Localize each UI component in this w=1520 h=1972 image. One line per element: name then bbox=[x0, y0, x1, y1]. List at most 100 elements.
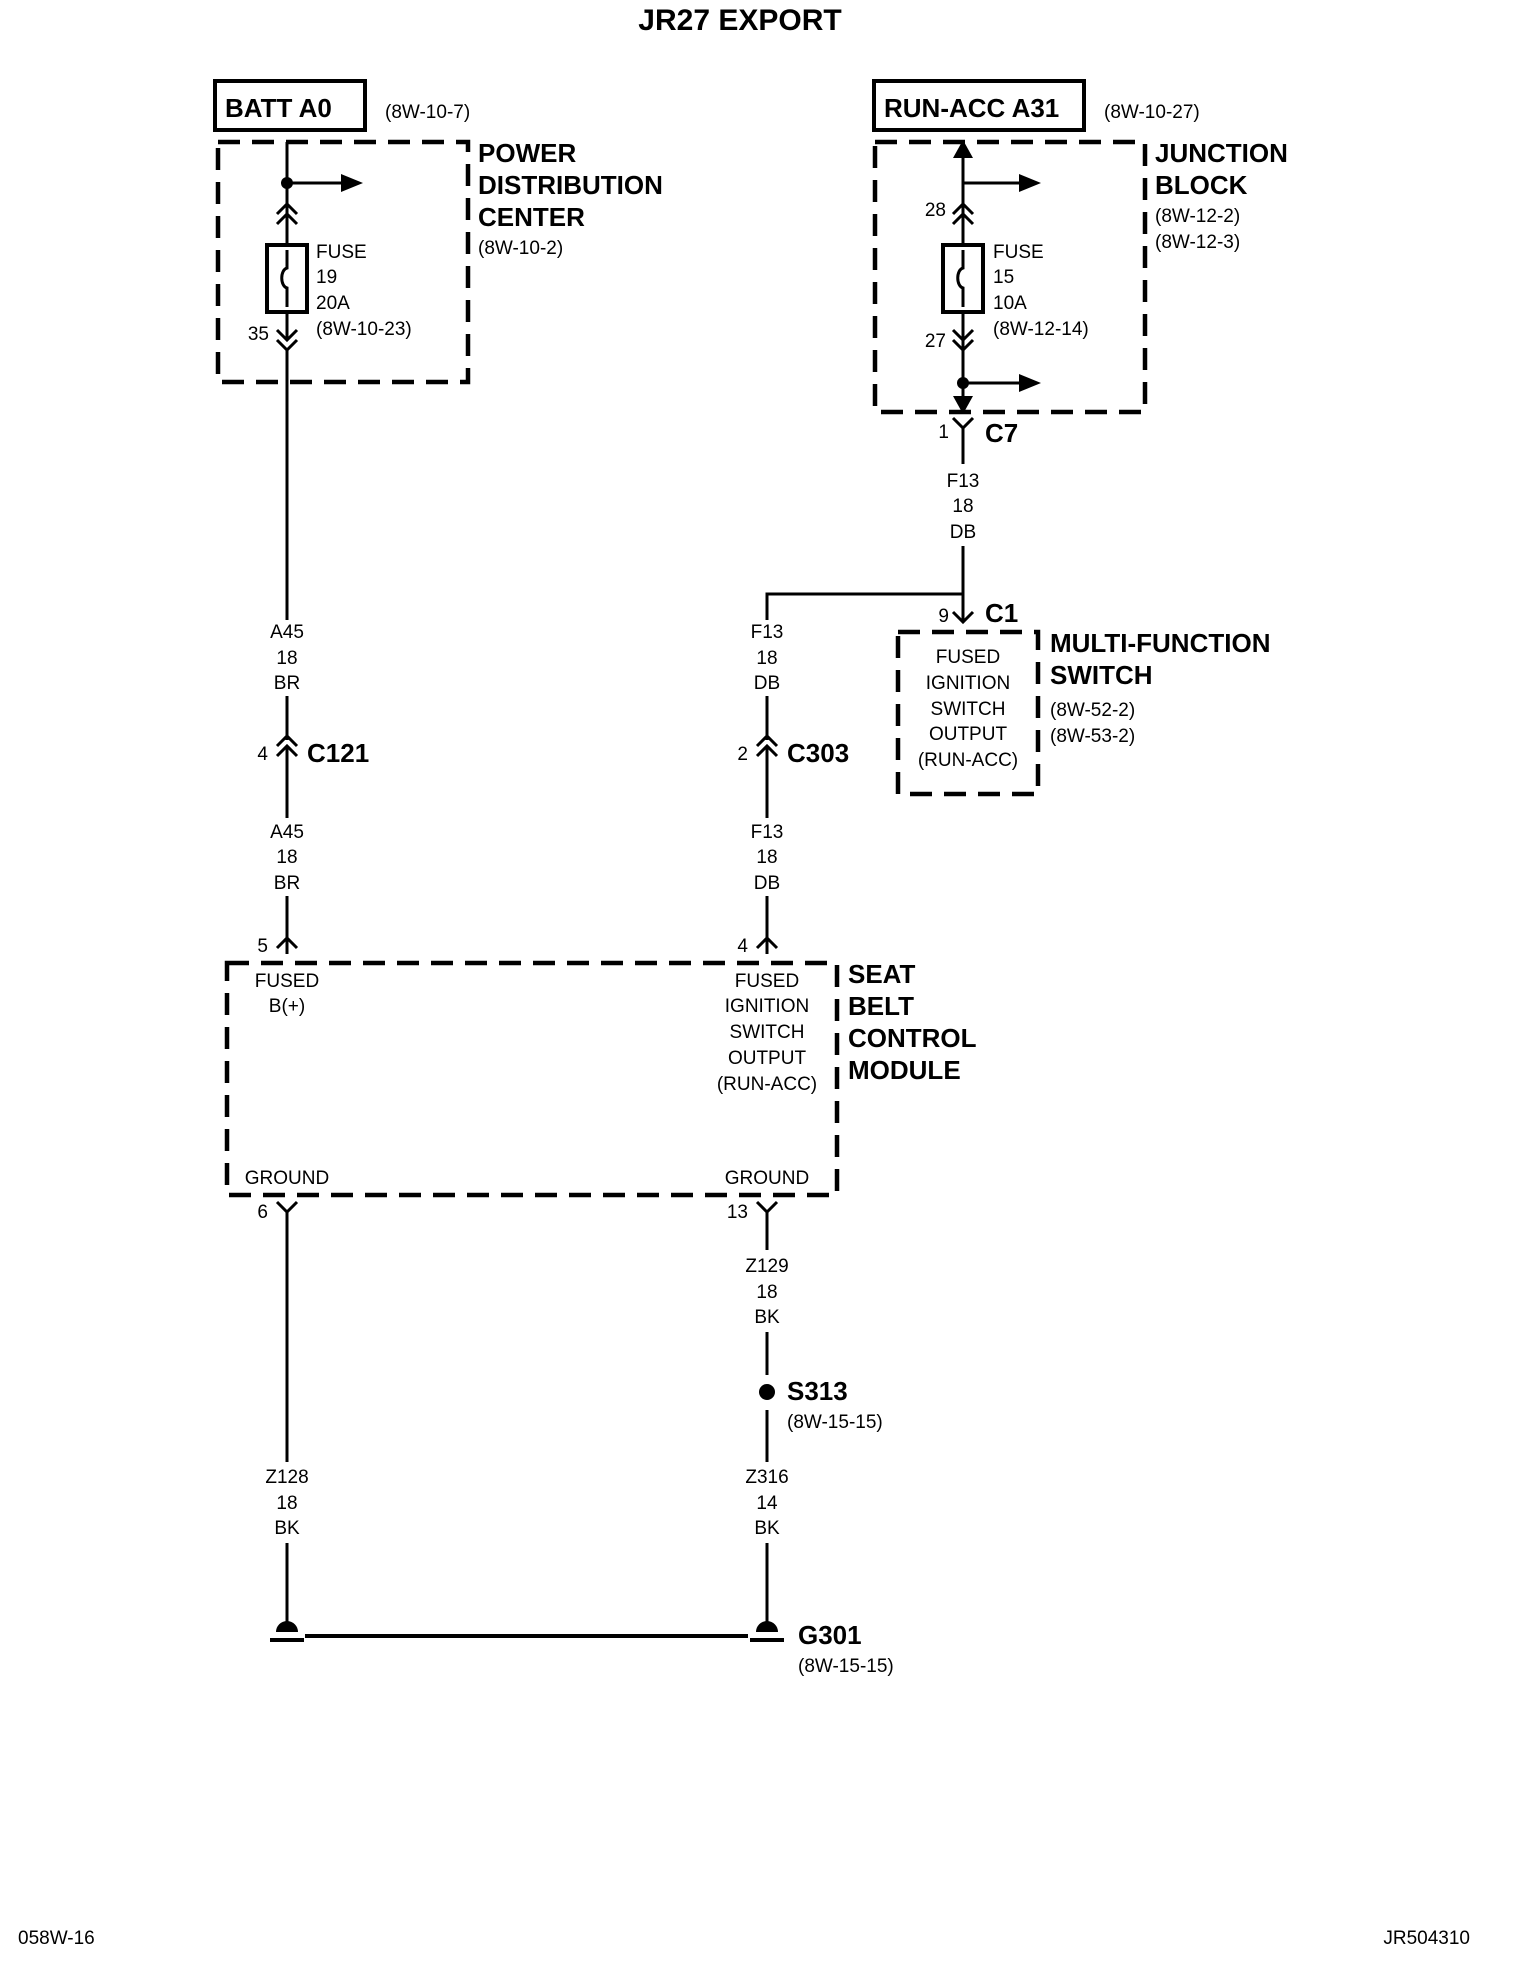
diagram-title: JR27 EXPORT bbox=[638, 4, 841, 37]
sbcm-right-input-1: FUSED bbox=[735, 971, 799, 992]
sbcm-pin-13-fork-icon bbox=[755, 1200, 779, 1215]
footer-right-code: JR504310 bbox=[1383, 1928, 1470, 1949]
wire-f13-lower-color: DB bbox=[754, 873, 780, 894]
sbcm-ground-right: GROUND bbox=[725, 1168, 809, 1189]
fuse-19-line-2: 19 bbox=[316, 267, 337, 288]
jb-up-arrow-icon bbox=[953, 140, 973, 158]
wire-z316-circuit: Z316 bbox=[745, 1467, 788, 1488]
jb-cav-28: 28 bbox=[925, 200, 946, 221]
wire-z128-color: BK bbox=[274, 1518, 300, 1539]
mfs-name-line-1: MULTI-FUNCTION bbox=[1050, 628, 1270, 658]
mfs-ref-2: (8W-53-2) bbox=[1050, 726, 1135, 747]
jb-cav-27: 27 bbox=[925, 331, 946, 352]
sbcm-pin-6-fork-icon bbox=[275, 1200, 299, 1215]
mfs-name-line-2: SWITCH bbox=[1050, 660, 1153, 690]
ground-left-icon bbox=[276, 1621, 298, 1632]
fuse-15-line-1: FUSE bbox=[993, 242, 1044, 263]
pdc-tap-arrow-head bbox=[341, 174, 363, 192]
wire-z316-color: BK bbox=[754, 1518, 780, 1539]
wire-a45-upper-color: BR bbox=[274, 673, 300, 694]
sbcm-pin-4: 4 bbox=[737, 936, 748, 957]
wire-a45-upper-gauge: 18 bbox=[276, 648, 297, 669]
batt-a0-box bbox=[213, 79, 367, 132]
sbcm-pin-4-fork-icon bbox=[755, 935, 779, 950]
fuse-19-line-3: 20A bbox=[316, 293, 350, 314]
sbcm-pin-5: 5 bbox=[257, 936, 268, 957]
jb-tap-arrow-bottom-head bbox=[1019, 374, 1041, 392]
seat-belt-control-module: 5 4 FUSED B(+) FUSED IGNITION SWITCH OUT… bbox=[224, 935, 977, 1223]
s313-name: S313 bbox=[787, 1376, 848, 1406]
sbcm-left-input-1: FUSED bbox=[255, 971, 319, 992]
junction-block: JUNCTION BLOCK (8W-12-2) (8W-12-3) 28 FU… bbox=[872, 138, 1288, 415]
connector-c303: 2 C303 bbox=[737, 733, 849, 768]
pdc-name-line-3: CENTER bbox=[478, 202, 585, 232]
sbcm-right-input-3: SWITCH bbox=[730, 1022, 805, 1043]
batt-a0-ref: (8W-10-7) bbox=[385, 102, 470, 123]
wire-f13-upper-color: DB bbox=[754, 673, 780, 694]
wire-z128-circuit: Z128 bbox=[265, 1467, 308, 1488]
c7-name: C7 bbox=[985, 418, 1018, 448]
wire-z128-gauge: 18 bbox=[276, 1493, 297, 1514]
batt-a0-label: BATT A0 bbox=[225, 93, 332, 123]
wire-f13-lower-gauge: 18 bbox=[756, 847, 777, 868]
mfs-inner-2: IGNITION bbox=[926, 673, 1010, 694]
fuse-19-line-4: (8W-10-23) bbox=[316, 319, 412, 340]
splice-s313: S313 (8W-15-15) bbox=[759, 1376, 883, 1433]
pdc-dashed-box bbox=[215, 139, 471, 385]
jb-cav-27-chevron-icon bbox=[951, 328, 975, 343]
wire-a45-lower-color: BR bbox=[274, 873, 300, 894]
c121-name: C121 bbox=[307, 738, 369, 768]
pdc-cavity-35: 35 bbox=[248, 324, 269, 345]
pdc-connector-down-icon bbox=[275, 328, 299, 343]
c7-pin: 1 bbox=[938, 422, 949, 443]
multi-function-switch: FUSED IGNITION SWITCH OUTPUT (RUN-ACC) M… bbox=[895, 628, 1270, 797]
wire-f13-top-color: DB bbox=[950, 522, 976, 543]
jb-cav-28-chevron-icon bbox=[951, 201, 975, 216]
wire-f13-upper-circuit: F13 bbox=[751, 622, 784, 643]
connector-c121: 4 C121 bbox=[257, 733, 369, 768]
wire-z129-circuit: Z129 bbox=[745, 1256, 788, 1277]
fuse-15-line-3: 10A bbox=[993, 293, 1027, 314]
c303-name: C303 bbox=[787, 738, 849, 768]
batt-a0-feed: BATT A0 (8W-10-7) bbox=[213, 79, 470, 132]
mfs-inner-1: FUSED bbox=[936, 647, 1000, 668]
fuse-15-line-2: 15 bbox=[993, 267, 1014, 288]
sbcm-dashed-box bbox=[224, 960, 840, 1198]
s313-ref: (8W-15-15) bbox=[787, 1412, 883, 1433]
sbcm-name-line-4: MODULE bbox=[848, 1055, 961, 1085]
sbcm-left-input-2: B(+) bbox=[269, 996, 305, 1017]
connector-c7: 1 C7 bbox=[938, 416, 1018, 464]
c121-chevron-icon bbox=[275, 733, 299, 748]
g301-name: G301 bbox=[798, 1620, 862, 1650]
power-distribution-center: POWER DISTRIBUTION CENTER (8W-10-2) FUSE… bbox=[215, 138, 663, 385]
jb-ref-2: (8W-12-3) bbox=[1155, 232, 1240, 253]
fuse-19-line-1: FUSE bbox=[316, 242, 367, 263]
mfs-inner-5: (RUN-ACC) bbox=[918, 750, 1018, 771]
fuse-15-line-4: (8W-12-14) bbox=[993, 319, 1089, 340]
jb-ref-1: (8W-12-2) bbox=[1155, 206, 1240, 227]
c7-fork-icon bbox=[951, 416, 975, 431]
wire-f13-lower-circuit: F13 bbox=[751, 822, 784, 843]
connector-c1: 9 C1 bbox=[938, 598, 1018, 628]
run-acc-ref: (8W-10-27) bbox=[1104, 102, 1200, 123]
wire-a45-upper-circuit: A45 bbox=[270, 622, 304, 643]
run-acc-a31-feed: RUN-ACC A31 (8W-10-27) bbox=[872, 79, 1200, 132]
pdc-ref: (8W-10-2) bbox=[478, 238, 563, 259]
wire-a45-lower-gauge: 18 bbox=[276, 847, 297, 868]
c121-pin: 4 bbox=[257, 744, 268, 765]
c1-name: C1 bbox=[985, 598, 1018, 628]
wire-f13-top-gauge: 18 bbox=[952, 496, 973, 517]
run-acc-box bbox=[872, 79, 1086, 132]
sbcm-pin-5-fork-icon bbox=[275, 935, 299, 950]
ground-g301: G301 (8W-15-15) bbox=[270, 1620, 894, 1677]
c303-chevron-icon bbox=[755, 733, 779, 748]
g301-ref: (8W-15-15) bbox=[798, 1656, 894, 1677]
sbcm-pin-6: 6 bbox=[257, 1202, 268, 1223]
s313-splice-dot bbox=[759, 1384, 775, 1400]
jb-name-line-1: JUNCTION bbox=[1155, 138, 1288, 168]
sbcm-right-input-4: OUTPUT bbox=[728, 1048, 807, 1069]
sbcm-name-line-1: SEAT bbox=[848, 959, 916, 989]
c303-pin: 2 bbox=[737, 744, 748, 765]
wire-z129-color: BK bbox=[754, 1307, 780, 1328]
